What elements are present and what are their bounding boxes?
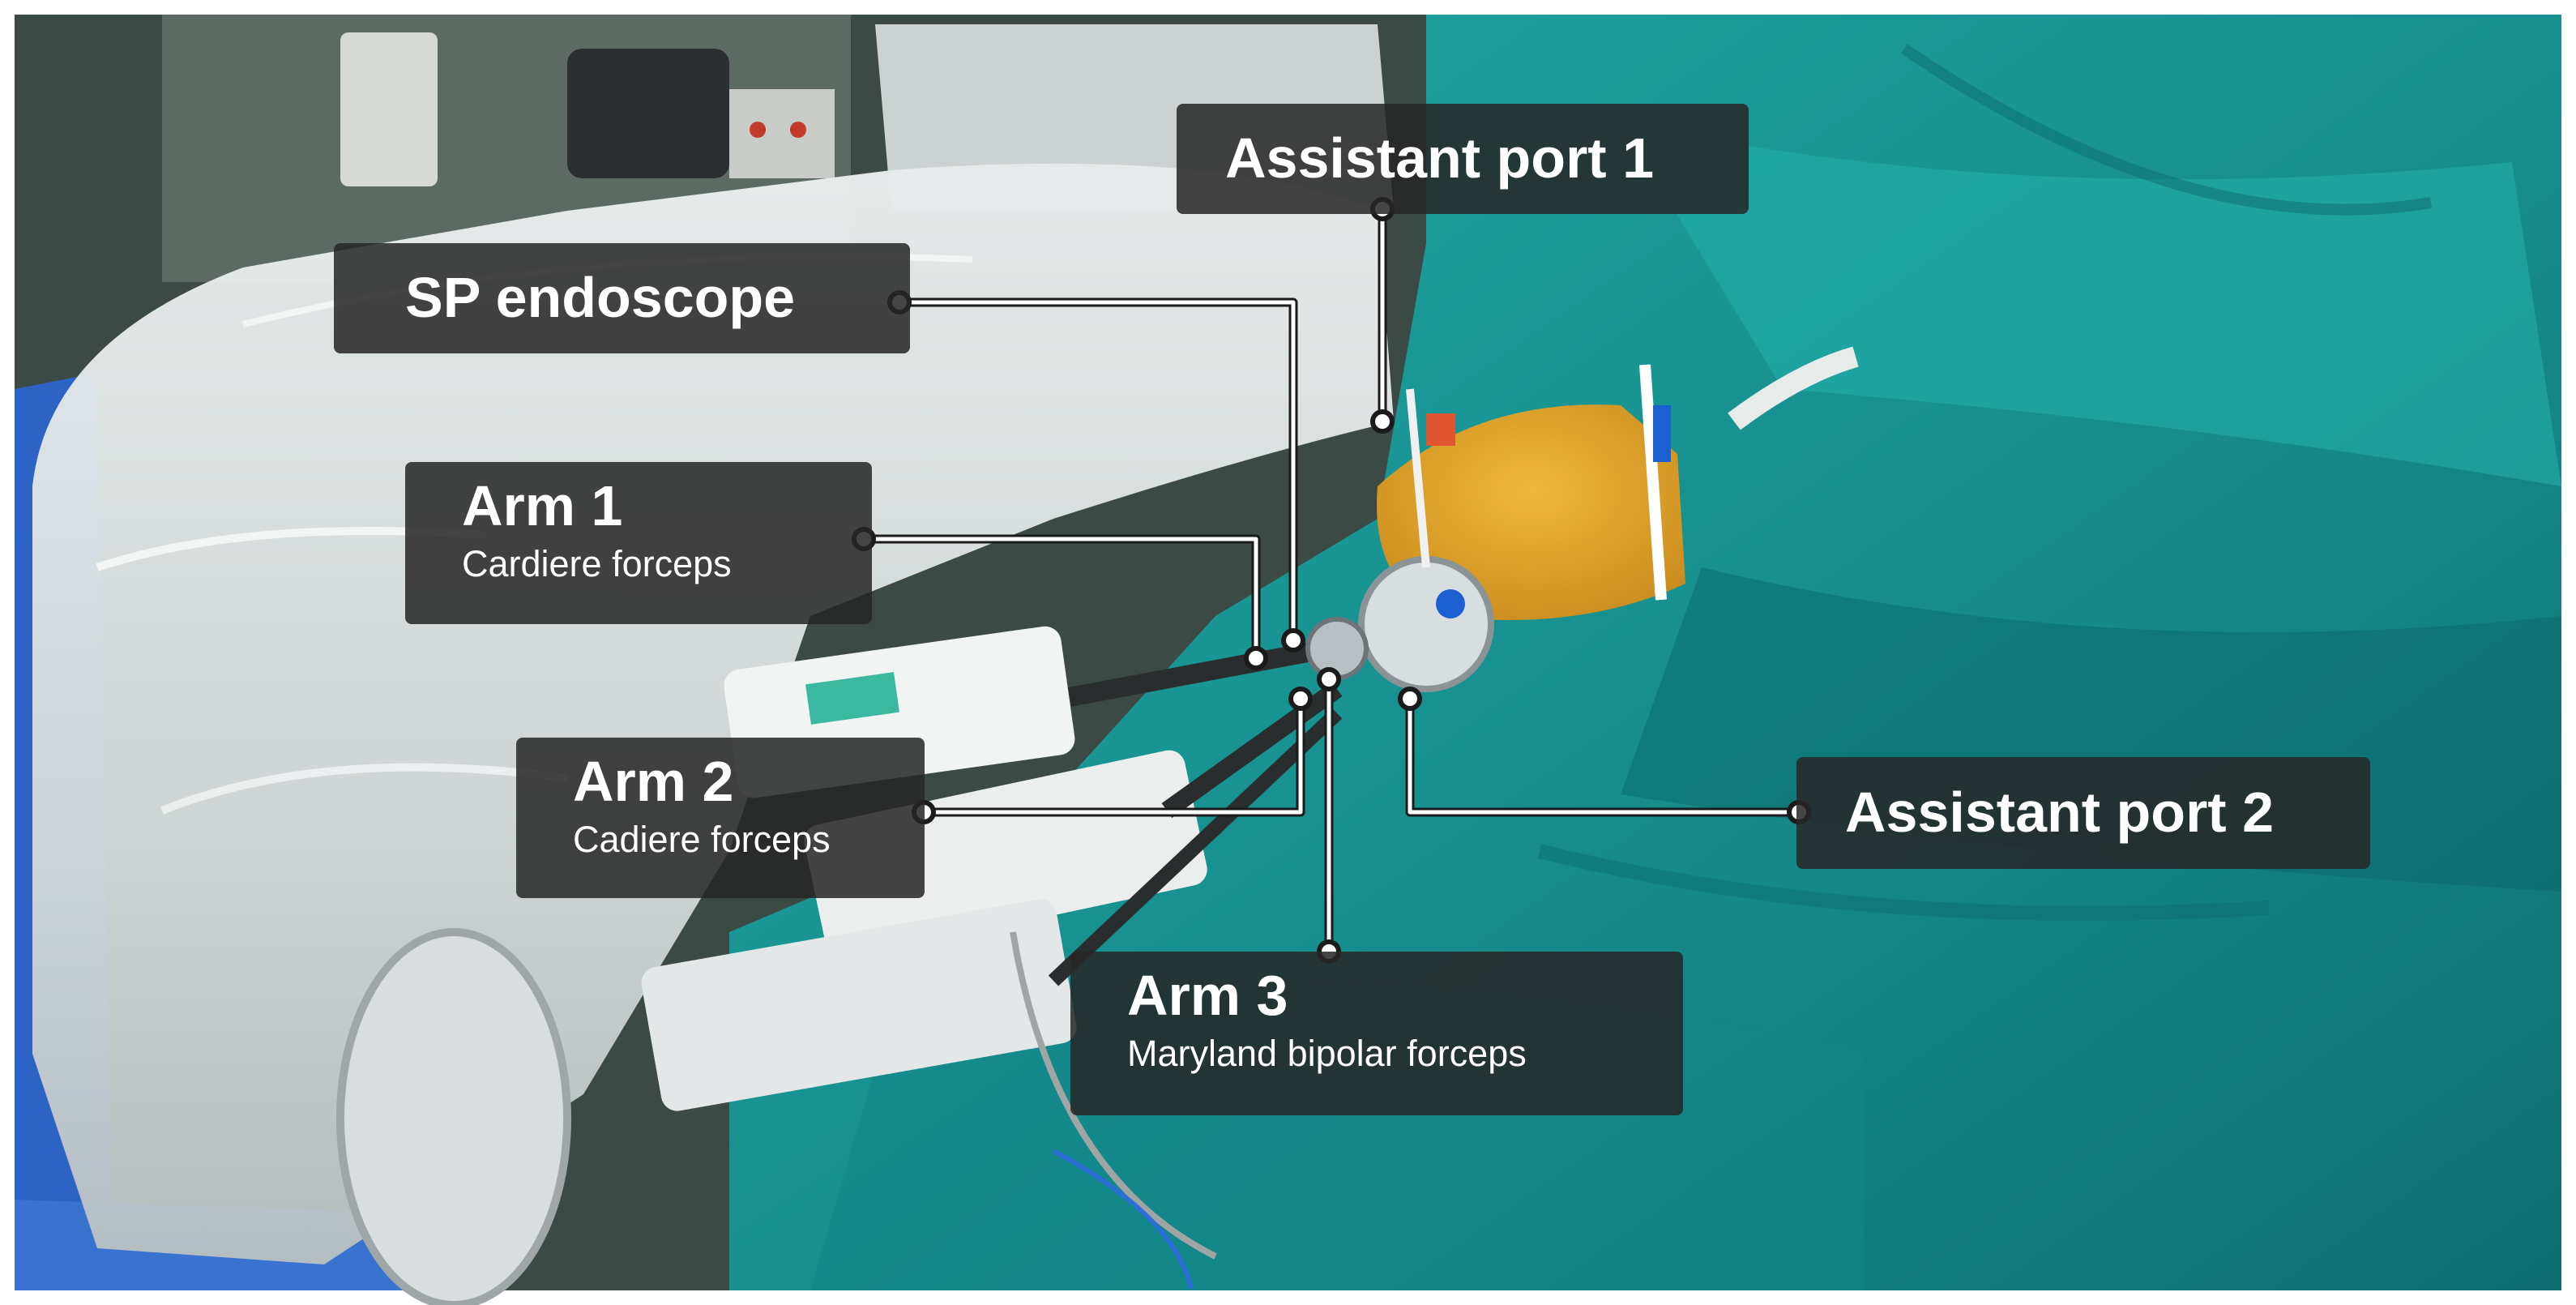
leader-lines — [864, 209, 1799, 952]
label-arm-1-title: Arm 1 — [462, 474, 623, 537]
label-arm-3: Arm 3 Maryland bipolar forceps — [1070, 952, 1683, 1115]
dot-arm1-end — [1244, 646, 1268, 670]
label-assistant-port-2: Assistant port 2 — [1796, 757, 2370, 869]
dot-arm3-start — [1317, 667, 1341, 691]
label-arm-1-instrument: Cardiere forceps — [462, 542, 732, 584]
label-sp-endoscope: SP endoscope — [334, 243, 910, 353]
label-arm-3-title: Arm 3 — [1127, 964, 1288, 1027]
wall-device — [340, 32, 438, 186]
dot-assist2-start — [1398, 687, 1422, 711]
robot-base — [336, 928, 571, 1305]
dot-sp-end — [1281, 628, 1305, 652]
dot-arm2-end — [1288, 687, 1313, 711]
instrument-arm-3 — [641, 899, 1077, 1111]
label-arm-2: Arm 2 Cadiere forceps — [516, 738, 925, 898]
label-arm-2-title: Arm 2 — [573, 750, 734, 813]
dot-assist1-end — [1370, 409, 1395, 434]
label-assistant-port-1-text: Assistant port 1 — [1225, 126, 1654, 190]
instrument-arm-2 — [804, 750, 1207, 961]
wall-switch-panel — [729, 89, 835, 178]
label-assistant-port-2-text: Assistant port 2 — [1845, 781, 2274, 845]
label-assistant-port-1: Assistant port 1 — [1177, 104, 1749, 214]
label-sp-endoscope-text: SP endoscope — [405, 266, 796, 330]
wall-monitor — [567, 49, 729, 178]
port-hub — [1358, 556, 1494, 692]
label-arm-1: Arm 1 Cardiere forceps — [405, 462, 872, 624]
label-arm-2-instrument: Cadiere forceps — [573, 818, 831, 860]
label-arm-3-instrument: Maryland bipolar forceps — [1127, 1032, 1527, 1074]
